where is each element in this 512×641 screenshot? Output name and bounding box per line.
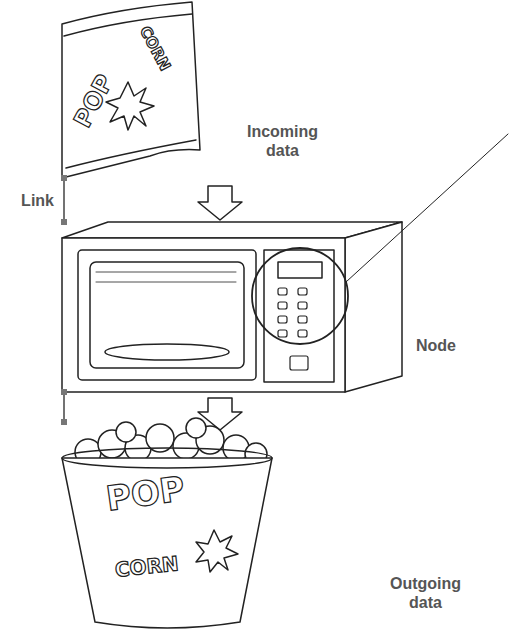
bag-crimp <box>64 14 192 36</box>
microwave-window <box>90 262 244 368</box>
node-caption: Node <box>406 336 466 355</box>
bucket-word: POP <box>104 471 187 516</box>
node-caption: Outgoing data <box>378 574 473 612</box>
microwave-side <box>345 222 402 392</box>
bucket-node: Outgoing data <box>60 422 274 628</box>
link-stroke <box>63 392 65 422</box>
bucket-rim <box>62 448 272 468</box>
turntable <box>105 344 229 360</box>
bucket-word: CORN <box>114 553 180 580</box>
link-end <box>61 389 67 395</box>
link-end <box>61 219 67 225</box>
microwave-door <box>78 250 256 380</box>
link-line <box>61 175 67 225</box>
display <box>278 262 322 278</box>
bag-fold <box>66 140 196 168</box>
zoom-circle <box>252 248 348 344</box>
link-line <box>61 389 67 425</box>
flow-arrow <box>198 186 242 220</box>
buttons <box>278 288 308 370</box>
leader-line <box>346 134 508 282</box>
bag-node: Incoming data <box>60 2 202 178</box>
node-caption: Incoming data <box>235 122 330 160</box>
microwave-node: Node <box>62 222 402 392</box>
link-label: Link <box>19 191 56 210</box>
control-panel <box>264 250 334 382</box>
popcorn-bag <box>62 2 200 178</box>
link-end <box>61 419 67 425</box>
window-lines <box>96 272 236 282</box>
link-stroke <box>63 178 65 222</box>
popcorn-bucket <box>62 458 272 628</box>
link-end <box>61 175 67 181</box>
bucket-starburst <box>196 530 238 572</box>
microwave-front <box>62 238 345 392</box>
